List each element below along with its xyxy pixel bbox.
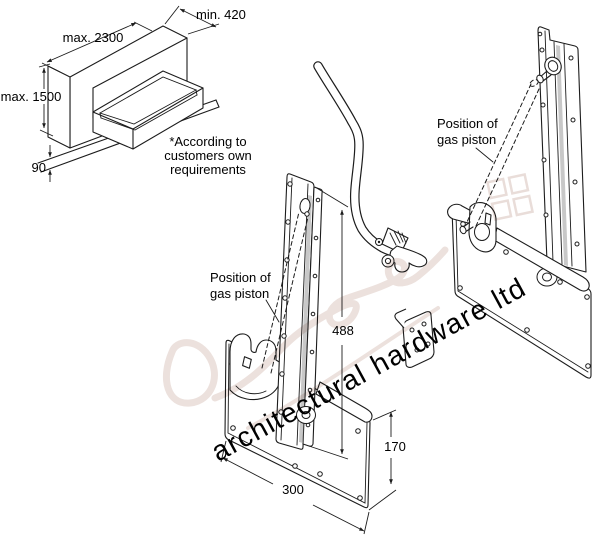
rear-piston-label: Position of gas piston — [437, 116, 498, 163]
rear-piston-label-line2: gas piston — [437, 132, 496, 147]
watermark-logo-icon — [485, 172, 535, 222]
front-piston-dashed-lines — [261, 211, 309, 374]
front-piston-label-line2: gas piston — [210, 286, 269, 301]
rear-arm — [493, 227, 590, 292]
plate-width-dim-label: 300 — [282, 482, 304, 497]
cabinet-height-dim-label: max. 1500 — [1, 89, 62, 104]
release-lever — [313, 61, 398, 257]
front-piston-label: Position of gas piston — [210, 270, 280, 323]
front-piston-label-line1: Position of — [210, 270, 271, 285]
plate-height-dimension: 170 — [368, 409, 406, 511]
cabinet-left-panel — [47, 65, 71, 149]
cabinet-drawing: max. 2300 min. 420 max. 1500 90 *Accordi… — [1, 5, 252, 182]
cabinet-height-dimension: max. 1500 — [1, 63, 62, 137]
cabinet-width-dim-label: max. 2300 — [63, 30, 124, 45]
rear-piston-label-line1: Position of — [437, 116, 498, 131]
cabinet-width-dimension: max. 2300 — [41, 21, 153, 73]
cabinet-tray — [92, 70, 204, 150]
cabinet-note: *According to customers own requirements — [164, 134, 251, 177]
plate-width-dimension: 300 — [220, 440, 370, 535]
cabinet-base-dim-label: 90 — [32, 160, 46, 175]
cabinet-depth-dim-label: min. 420 — [196, 7, 246, 22]
watermark-script — [162, 246, 449, 430]
cabinet-note-line3: requirements — [170, 162, 246, 177]
front-arm — [315, 381, 373, 423]
rear-piston-bracket — [447, 202, 497, 253]
cabinet-note-line1: *According to — [169, 134, 246, 149]
cabinet-note-line2: customers own — [164, 148, 251, 163]
front-rail — [275, 173, 323, 450]
rear-unit-drawing: Position of gas piston — [437, 26, 592, 379]
rear-piston-dashed-lines — [466, 79, 540, 227]
plate-height-dim-label: 170 — [384, 439, 406, 454]
cabinet-depth-dimension: min. 420 — [164, 5, 246, 35]
cabinet-base-dimension: 90 — [32, 145, 52, 182]
